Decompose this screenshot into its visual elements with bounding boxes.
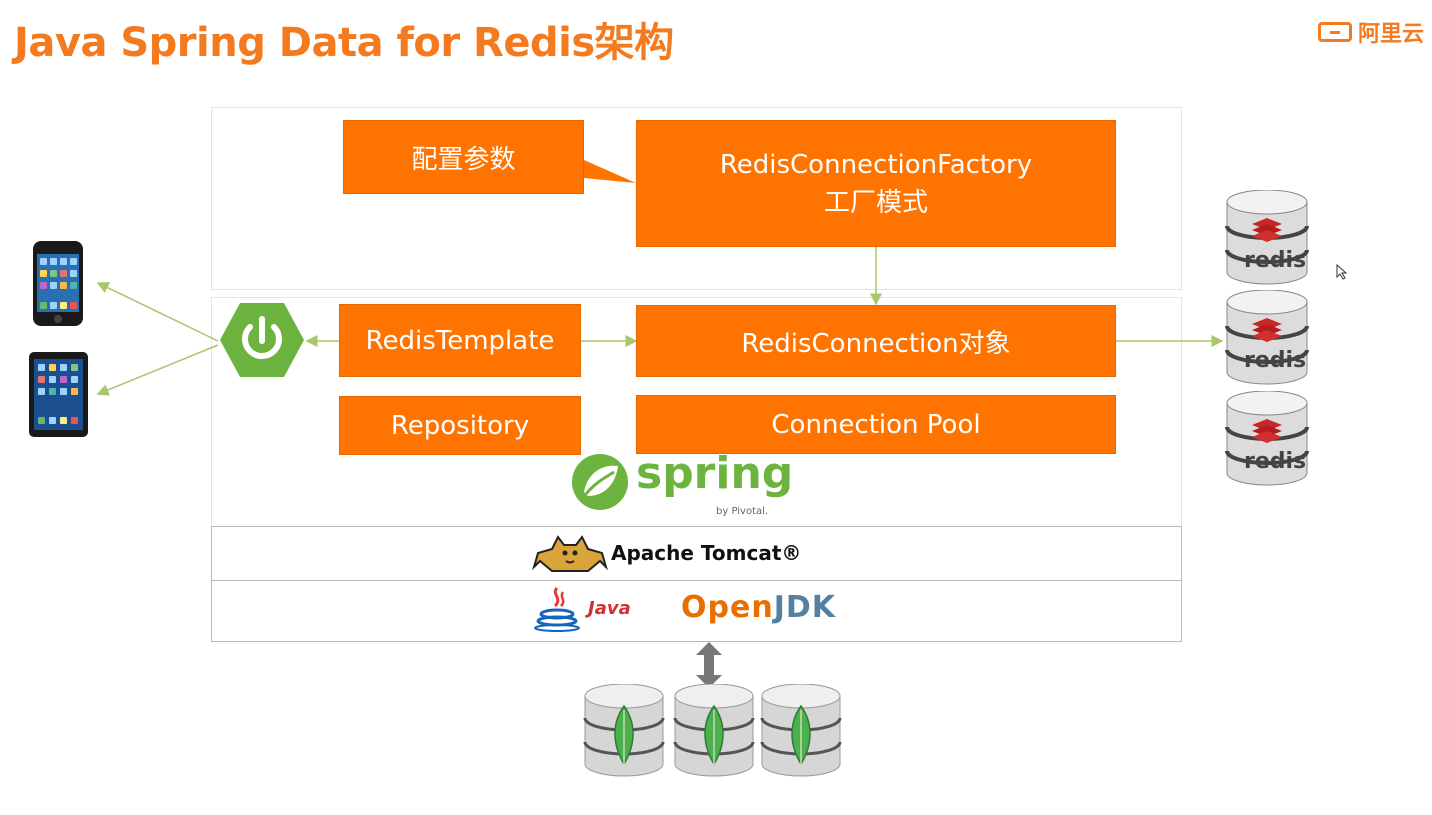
openjdk-open-text: Open [681,590,774,625]
redis-database-icon: redis [1225,190,1309,286]
slide-title: Java Spring Data for Redis架构 [14,20,674,66]
spring-power-icon [219,301,305,379]
callout-tail [584,160,636,183]
redis-database-icon: redis [1225,290,1309,386]
redis-connection-box: RedisConnection对象 [636,305,1116,377]
jdk-layer [211,580,1182,642]
mongodb-database-icon [673,684,755,778]
aliyun-brand-name: 阿里云 [1357,22,1424,47]
redis-database-icon: redis [1225,391,1309,487]
aliyun-logo-icon [1317,22,1352,42]
config-params-box: 配置参数 [343,120,584,194]
double-arrow-icon [696,642,722,688]
connection-pool-label: Connection Pool [771,409,981,440]
tablet-icon [28,351,89,438]
aliyun-logo: 阿里云 [1317,16,1424,48]
tomcat-label: Apache Tomcat® [611,541,802,565]
cursor-icon [1336,264,1348,280]
redis-label: redis [1244,449,1307,474]
redis-label: redis [1244,348,1307,373]
openjdk-jdk-text: JDK [773,590,836,625]
spring-leaf-icon [572,454,628,510]
spring-by-pivotal: by Pivotal. [716,506,769,517]
redis-label: redis [1244,248,1307,273]
redis-connection-label: RedisConnection对象 [741,328,1011,359]
factory-pattern-label: 工厂模式 [823,187,928,218]
tomcat-cat-icon [532,531,608,575]
factory-label: RedisConnectionFactory [719,149,1033,180]
openjdk-logo: OpenJDK [681,590,836,625]
redis-connection-factory-box: RedisConnectionFactory 工厂模式 [636,120,1116,247]
spring-logo-text: spring [636,448,794,499]
java-cup-icon [533,586,581,632]
redis-template-box: RedisTemplate [339,304,581,377]
connection-pool-box: Connection Pool [636,395,1116,454]
mongodb-database-icon [583,684,665,778]
java-label: Java [588,598,631,619]
smartphone-icon [32,240,84,327]
spring-logo: spring by Pivotal. [570,448,793,520]
repository-label: Repository [390,410,530,441]
config-params-label: 配置参数 [411,144,516,175]
mongodb-database-icon [760,684,842,778]
repository-box: Repository [339,396,581,455]
redis-template-label: RedisTemplate [365,325,555,356]
